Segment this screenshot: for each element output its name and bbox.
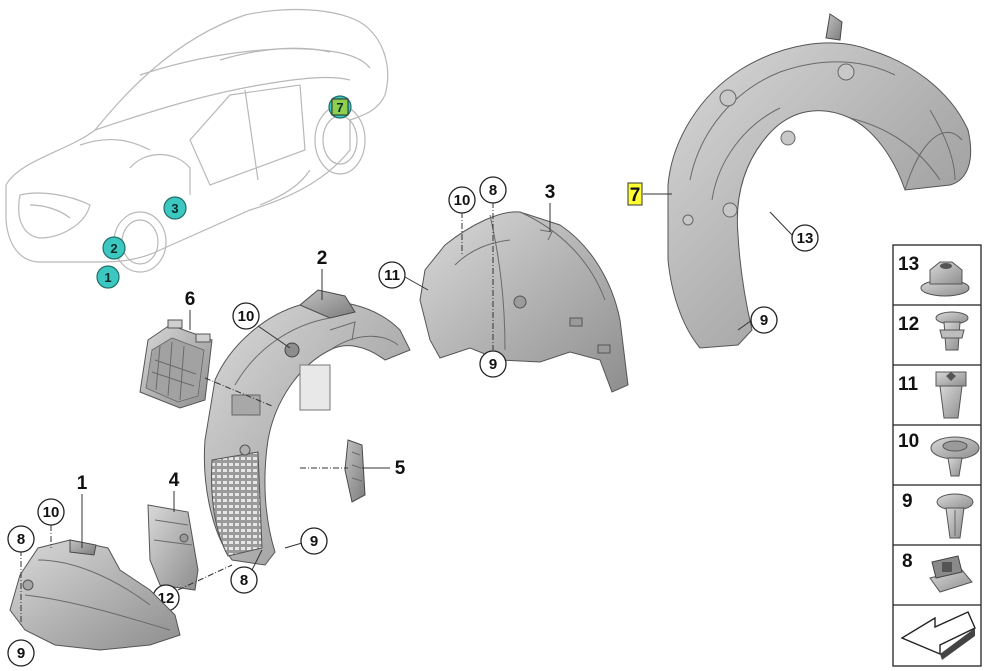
car-marker-2-label: 2 — [110, 241, 117, 256]
wheel-arch-liner-part-3[interactable] — [419, 211, 629, 393]
car-marker-3-label: 3 — [171, 201, 178, 216]
svg-text:9: 9 — [17, 645, 25, 662]
part-7-label[interactable]: 7 — [627, 182, 643, 206]
spring-nut-icon — [929, 555, 973, 593]
callout-10-middle[interactable]: 10 — [232, 302, 260, 330]
direction-arrow-icon — [900, 611, 976, 660]
svg-text:7: 7 — [630, 185, 641, 206]
legend-item-12[interactable]: 12 — [898, 311, 969, 351]
car-outline — [5, 8, 389, 273]
panel-part-4[interactable] — [147, 504, 199, 591]
legend-item-13[interactable]: 13 — [898, 254, 970, 297]
part-4-label[interactable]: 4 — [169, 470, 180, 491]
svg-text:12: 12 — [898, 314, 919, 335]
svg-text:13: 13 — [797, 230, 814, 247]
cover-panel-part-6[interactable] — [139, 319, 213, 409]
legend-item-8[interactable]: 8 — [902, 551, 973, 593]
callout-10-bottom[interactable]: 10 — [37, 498, 65, 526]
callout-9-middle[interactable]: 9 — [479, 350, 507, 378]
svg-text:9: 9 — [489, 356, 497, 373]
svg-text:10: 10 — [43, 504, 60, 521]
svg-text:11: 11 — [384, 267, 400, 284]
car-marker-3[interactable]: 3 — [163, 196, 187, 220]
callout-11[interactable]: 11 — [378, 261, 406, 289]
push-clip-icon — [935, 311, 969, 351]
svg-text:13: 13 — [898, 254, 919, 275]
part-2-label[interactable]: 2 — [317, 248, 328, 269]
svg-text:8: 8 — [902, 551, 913, 572]
underbody-panel-part-1[interactable] — [9, 539, 181, 651]
rear-wheel-arch-liner[interactable] — [667, 13, 972, 349]
svg-text:8: 8 — [489, 182, 497, 199]
svg-text:9: 9 — [310, 533, 318, 550]
legend-item-9[interactable]: 9 — [902, 491, 974, 539]
svg-text:9: 9 — [902, 491, 913, 512]
callout-10-top[interactable]: 10 — [448, 186, 476, 214]
part-3-label[interactable]: 3 — [545, 182, 556, 203]
wheel-arch-liner-part-2[interactable] — [203, 289, 411, 566]
svg-text:8: 8 — [17, 531, 25, 548]
part-6-label[interactable]: 6 — [185, 289, 196, 310]
svg-text:9: 9 — [760, 312, 768, 329]
car-marker-1[interactable]: 1 — [96, 265, 120, 289]
part-1-label[interactable]: 1 — [77, 473, 88, 494]
svg-text:8: 8 — [240, 572, 248, 589]
callout-9-lower[interactable]: 9 — [300, 527, 328, 555]
callout-13[interactable]: 13 — [791, 224, 819, 252]
bracket-part-5[interactable] — [344, 439, 366, 503]
part-5-label[interactable]: 5 — [395, 458, 406, 479]
flange-nut-icon — [920, 261, 970, 297]
callout-9-right[interactable]: 9 — [750, 306, 778, 334]
car-marker-2[interactable]: 2 — [102, 236, 126, 260]
car-marker-7-label: 7 — [336, 100, 343, 115]
car-marker-7[interactable]: 7 — [328, 95, 352, 119]
svg-text:10: 10 — [898, 431, 919, 452]
callout-8-lower[interactable]: 8 — [230, 566, 258, 594]
svg-text:11: 11 — [898, 374, 919, 395]
legend-item-11[interactable]: 11 — [898, 371, 967, 419]
svg-text:10: 10 — [238, 308, 255, 325]
washer-clip-icon — [930, 436, 980, 477]
legend-item-10[interactable]: 10 — [898, 431, 980, 477]
callout-9-bottom[interactable]: 9 — [7, 639, 35, 667]
spreader-rivet-icon — [936, 493, 974, 539]
svg-text:10: 10 — [454, 192, 471, 209]
expansion-nut-icon — [935, 371, 967, 419]
car-marker-1-label: 1 — [104, 270, 111, 285]
callout-8-top[interactable]: 8 — [479, 176, 507, 204]
callout-8-bottom[interactable]: 8 — [7, 525, 35, 553]
